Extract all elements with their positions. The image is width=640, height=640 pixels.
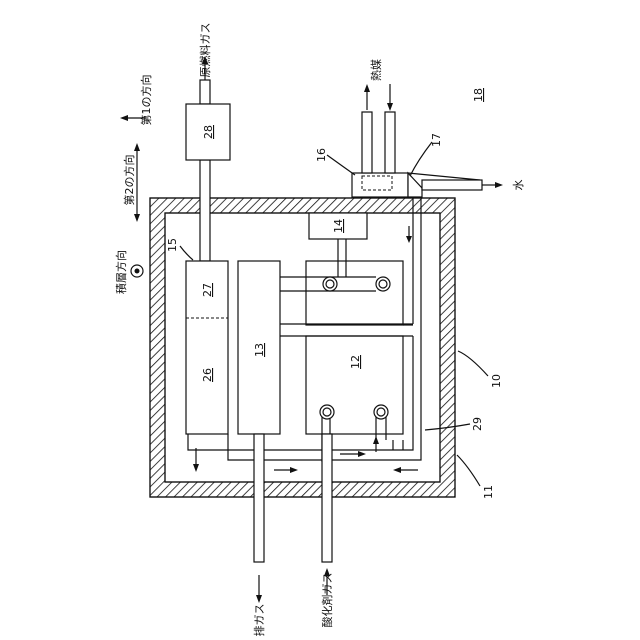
ref-11: 11 [482, 485, 495, 499]
direction-2-label: 第2の方向 [122, 155, 136, 206]
exhaust-gas-label: 排ガス [252, 604, 266, 637]
ref-14: 14 [332, 219, 345, 233]
ref-16: 16 [315, 148, 328, 162]
ref-18: 18 [472, 88, 485, 102]
water-label: 水 [512, 180, 525, 191]
raw-fuel-gas-label: 原燃料ガス [198, 23, 212, 78]
ref-13: 13 [253, 343, 266, 357]
text-labels: 原燃料ガス 第1の方向 第2の方向 積層方向 熱媒 水 排ガス 酸化剤ガス [114, 23, 525, 637]
ref-15: 15 [166, 238, 179, 252]
ref-17: 17 [430, 133, 443, 147]
ref-12: 12 [349, 355, 362, 369]
ref-29: 29 [471, 417, 484, 431]
oxidant-gas-label: 酸化剤ガス [320, 573, 334, 628]
ref-28: 28 [202, 125, 215, 139]
ref-26: 26 [201, 368, 214, 382]
stack-direction-label: 積層方向 [114, 250, 128, 294]
ref-27: 27 [201, 283, 214, 297]
heat-medium-label: 熱媒 [370, 59, 383, 81]
ref-10: 10 [490, 374, 503, 388]
direction-1-label: 第1の方向 [139, 75, 153, 126]
